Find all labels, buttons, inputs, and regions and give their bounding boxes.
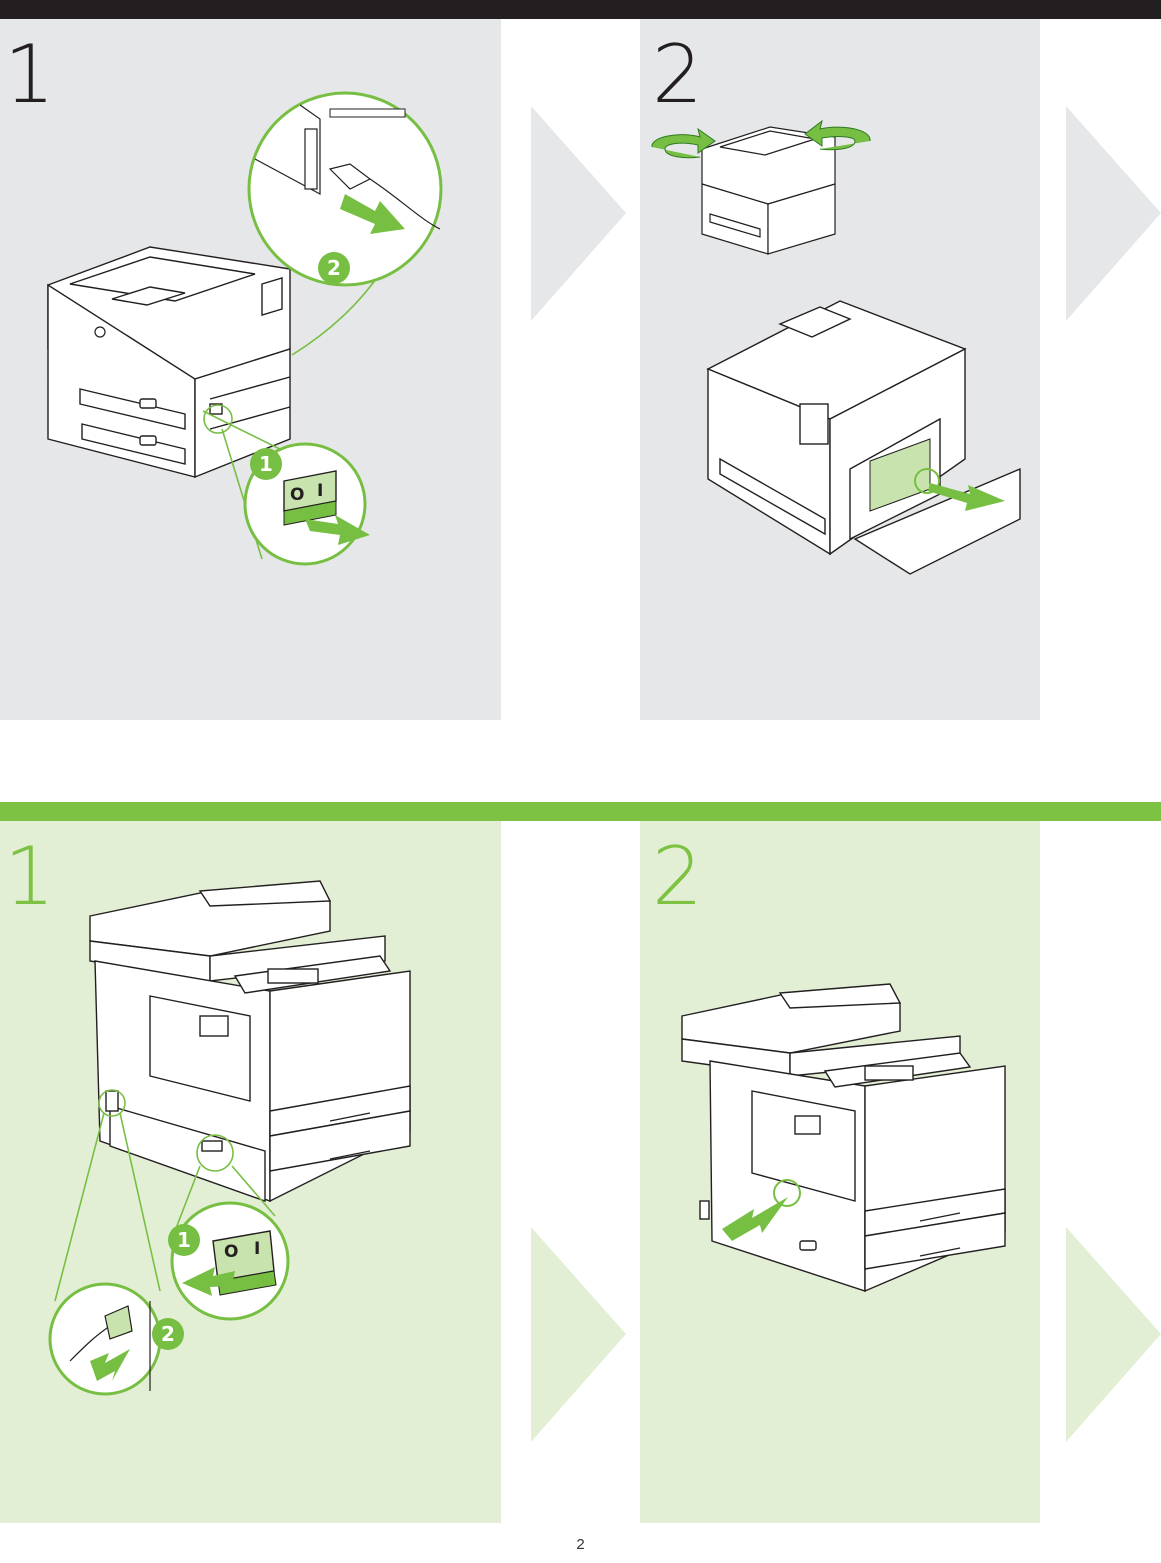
step-badge-cord: 2	[318, 252, 350, 284]
top-step2-panel: 2	[640, 19, 1040, 720]
bottom-step2-panel: 2	[640, 821, 1040, 1523]
mfp-rear-door-illustration	[640, 821, 1040, 1523]
page-number: 2	[0, 1536, 1161, 1553]
power-switch-on-label: I	[317, 481, 323, 501]
bottom-step1-panel: 1	[0, 821, 501, 1523]
printer-power-off-illustration	[0, 19, 501, 720]
next-step-arrow	[531, 1227, 626, 1442]
top-section-bar	[0, 0, 1161, 19]
bottom-section-bar	[0, 802, 1161, 821]
step-badge-switch: 1	[250, 448, 282, 480]
next-step-arrow	[1066, 106, 1161, 321]
step-badge-switch: 1	[168, 1224, 200, 1256]
next-step-arrow	[531, 106, 626, 321]
step-badge-cord: 2	[152, 1318, 184, 1350]
next-step-arrow	[1066, 1227, 1161, 1442]
printer-rotate-illustration	[640, 19, 1040, 720]
top-step1-panel: 1	[0, 19, 501, 720]
power-switch-off-label: O	[224, 1242, 238, 1262]
mfp-power-off-illustration	[0, 821, 501, 1523]
laser-printer-icon	[48, 247, 290, 477]
power-switch-off-label: O	[290, 485, 304, 505]
power-switch-on-label: I	[254, 1239, 260, 1259]
multifunction-printer-icon	[90, 881, 410, 1201]
